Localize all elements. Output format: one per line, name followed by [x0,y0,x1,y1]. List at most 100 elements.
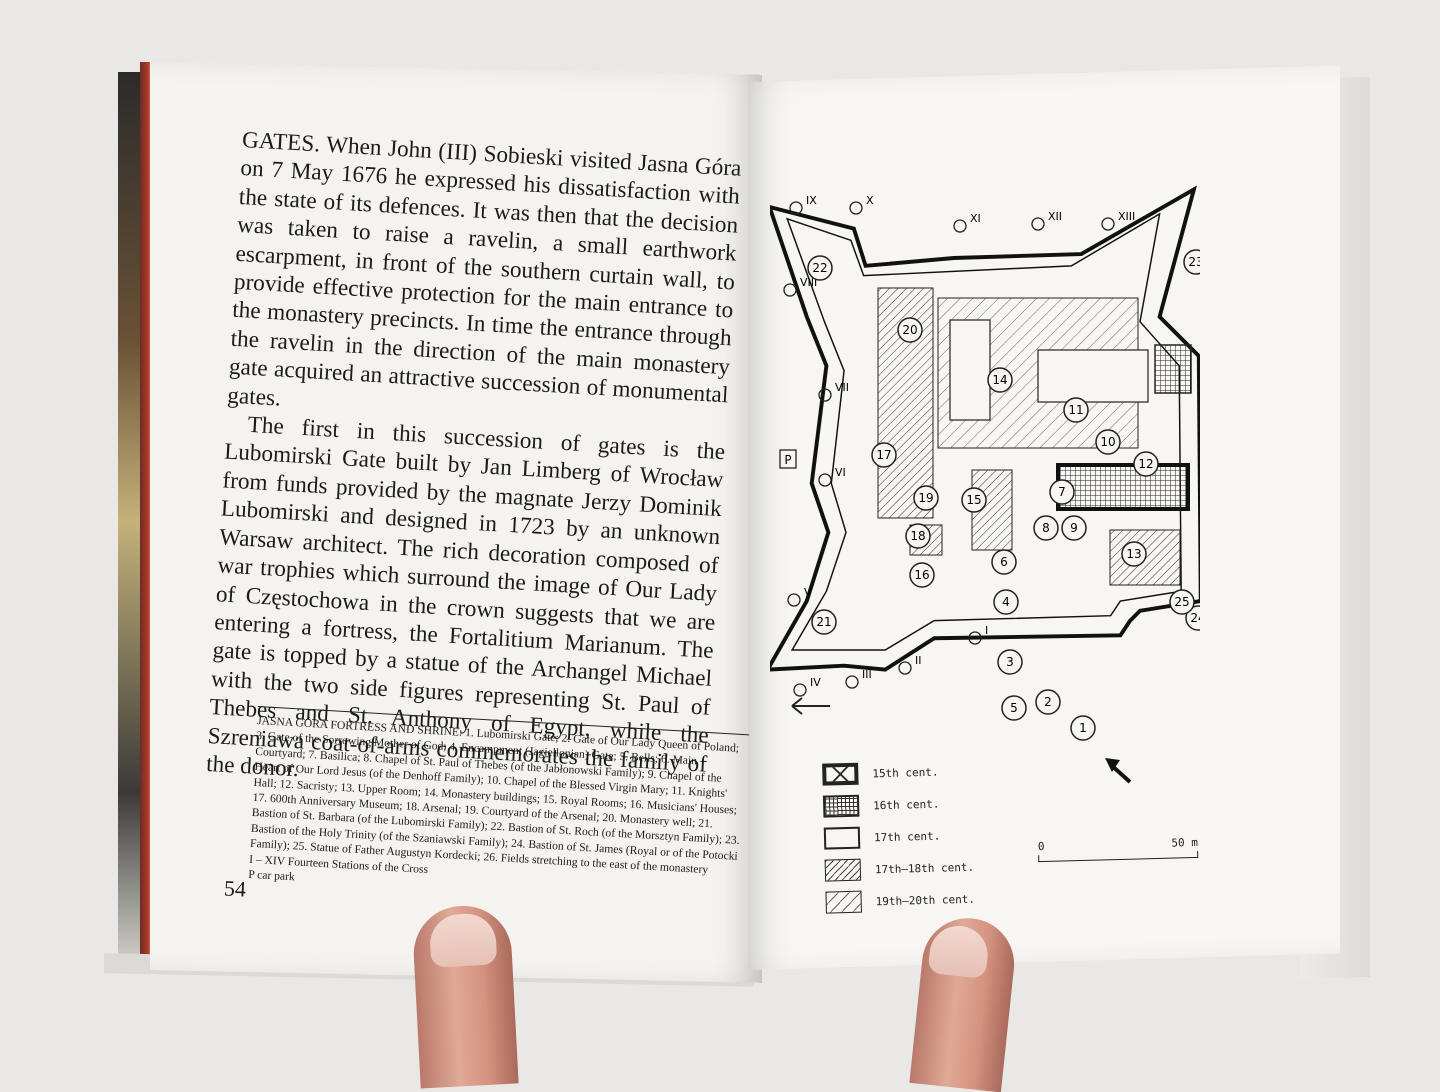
station-label: XI [970,212,981,225]
number-label: 20 [902,323,917,337]
station-label: II [915,654,922,667]
station-circle [953,219,967,233]
station-circle [818,473,832,487]
number-circle [1001,695,1027,721]
legend-label: 16th cent. [873,797,940,812]
number-circle [811,609,837,635]
fortress-outline [770,185,1200,672]
legend-label: 19th–20th cent. [875,892,976,908]
number-circle [871,442,897,468]
number-label: 19 [918,491,933,505]
number-label: 22 [812,261,827,275]
entrance-arrow [791,697,1132,784]
number-label: 2 [1044,695,1052,709]
page-edge-photo [118,72,142,972]
station-label: XIII [1118,210,1135,223]
number-label: 14 [992,373,1007,387]
legend-16th: 16th cent. [822,785,1024,822]
station-label: VI [835,466,846,479]
number-circle [909,562,935,588]
station-label: V [804,586,812,599]
number-label: 5 [1010,701,1018,715]
number-label: 6 [1000,555,1008,569]
page-number: 54 [223,875,247,902]
number-label: 17 [876,448,891,462]
number-label: 13 [1126,547,1141,561]
station-circle [789,201,803,215]
swatch-19th-20th [825,890,862,914]
legend-17th-18th: 17th–18th cent. [824,849,1025,886]
station-circle [787,593,801,607]
number-label: 12 [1138,457,1153,471]
number-circle [987,367,1013,393]
map-legend: 15th cent. 16th cent. 17th cent. 17th–18… [822,753,1026,918]
swatch-15th [822,762,859,786]
number-circle [991,549,1017,575]
station-label: I [985,624,988,637]
number-label: 21 [816,615,831,629]
number-circle [997,649,1023,675]
number-circle [1063,397,1089,423]
number-circle [807,255,833,281]
legend-15th: 15th cent. [822,753,1023,790]
number-circle [905,523,931,549]
building-blocks [877,287,1192,586]
station-label: IX [806,194,817,207]
number-circle [1033,515,1059,541]
number-markers: 1234567891011121314151617181920212223242… [807,249,1200,741]
number-circle [897,317,923,343]
number-label: 1 [1079,721,1087,735]
number-label: 8 [1042,521,1050,535]
number-label: 11 [1068,403,1083,417]
station-circle [968,631,982,645]
number-label: 7 [1058,485,1066,499]
swatch-17th [823,826,861,850]
number-label: 9 [1070,521,1078,535]
station-label: III [862,668,872,681]
map-caption: JASNA GÓRA FORTRESS AND SHRINE: 1. Lubom… [248,706,750,910]
swatch-17th-18th [824,858,862,882]
station-circle [793,683,807,697]
legend-19th-20th: 19th–20th cent. [825,881,1026,918]
legend-label: 17th cent. [873,829,941,844]
station-label: XII [1048,210,1062,223]
number-circle [1133,451,1159,477]
number-circle [1095,429,1121,455]
fortress-plan: IIIIIIIVVVIVIIVIIIIXXXIXIIXIIIXIV 123456… [770,185,1200,784]
legend-17th: 17th cent. [823,817,1025,854]
number-circle [961,487,987,513]
paragraph-gates: GATES. When John (III) Sobieski visited … [226,126,743,412]
number-label: 25 [1174,595,1189,609]
parking-label: P [784,453,791,467]
station-circle [783,283,797,297]
station-circle [898,661,912,675]
station-markers: IIIIIIIVVVIVIIVIIIIXXXIXIIXIIIXIV [783,194,1135,697]
legend-label: 17th–18th cent. [874,860,975,876]
number-label: 15 [966,493,981,507]
number-label: 4 [1002,595,1010,609]
station-circle [1031,217,1045,231]
parking-marker: P [779,449,797,469]
number-circle [1049,479,1075,505]
number-label: 24 [1190,611,1200,625]
scale-end: 50 m [1171,835,1199,850]
swatch-16th [822,794,860,818]
number-circle [1169,589,1195,615]
body-text: GATES. When John (III) Sobieski visited … [205,126,742,807]
station-label: IV [810,676,821,689]
station-circle [845,675,859,689]
station-circle [849,201,863,215]
scale-start: 0 [1037,839,1045,854]
station-label: VIII [800,276,817,289]
number-label: 3 [1006,655,1014,669]
legend-label: 15th cent. [872,765,939,780]
number-circle [1061,515,1087,541]
number-label: 16 [914,568,929,582]
station-circle [818,388,832,402]
number-circle [993,589,1019,615]
number-label: 10 [1100,435,1115,449]
number-circle [1070,715,1096,741]
scale-bar: 0 50 m [1037,835,1199,863]
number-label: 23 [1188,255,1200,269]
